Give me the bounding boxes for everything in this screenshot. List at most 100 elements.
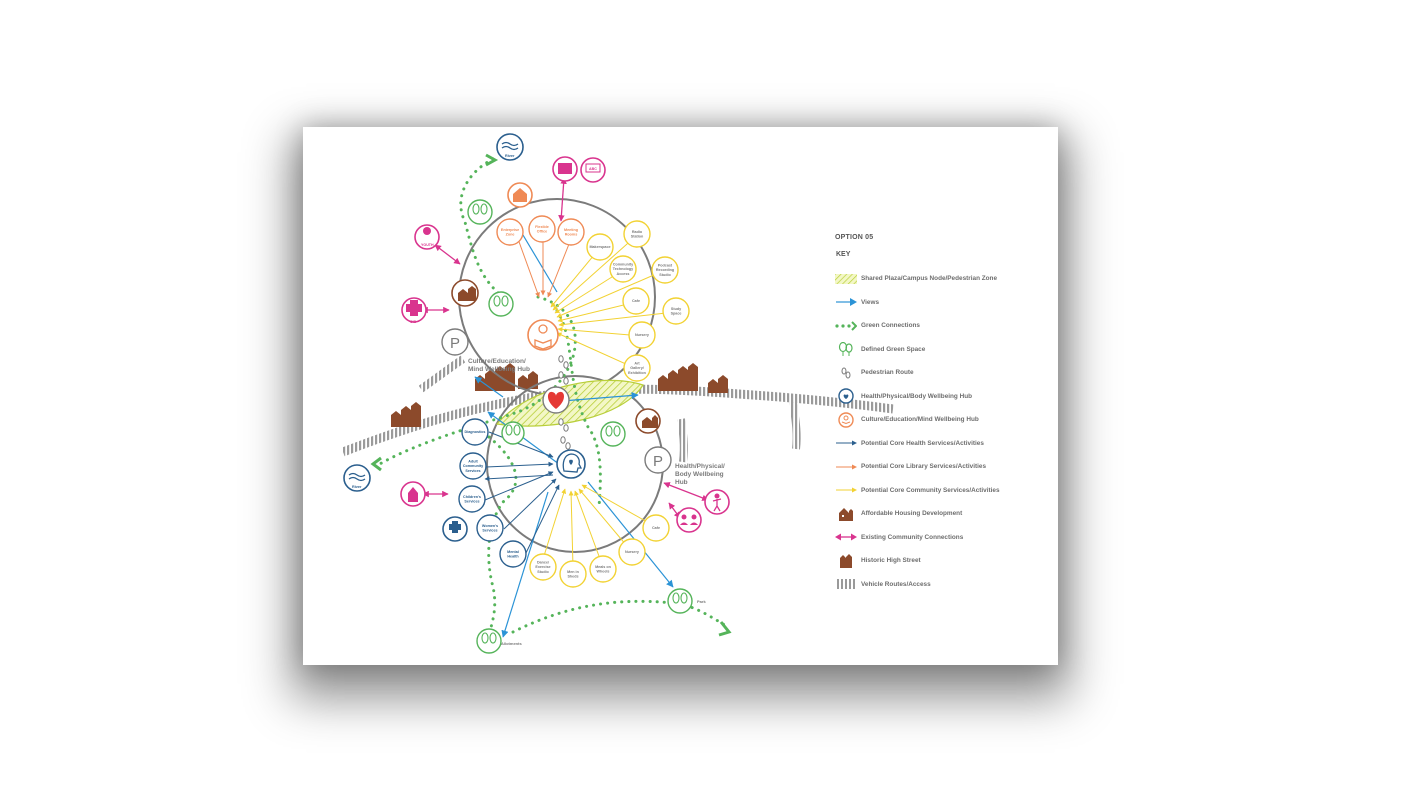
- community-building-icon: [552, 156, 578, 182]
- legend-label: Potential Core Community Services/Activi…: [861, 486, 1000, 494]
- culture-hub-label: Culture/Education/Mind Wellbeing Hub: [468, 358, 530, 373]
- church-icon: [400, 481, 426, 507]
- legend-item: Green Connections: [835, 314, 1055, 338]
- legend-label: Vehicle Routes/Access: [861, 580, 931, 588]
- legend-item: Potential Core Community Services/Activi…: [835, 479, 1055, 503]
- library-building-icon: [507, 182, 533, 208]
- hatched-plaza-icon: [835, 272, 857, 286]
- legend-item: Vehicle Routes/Access: [835, 573, 1055, 597]
- health-service-arrow-icon: [835, 436, 857, 450]
- green-chevron-top: [485, 153, 499, 167]
- legend-label: Existing Community Connections: [861, 533, 964, 541]
- service-node-label: Cafe: [632, 299, 640, 303]
- heart-node: [542, 386, 570, 414]
- legend-label: Health/Physical/Body Wellbeing Hub: [861, 392, 973, 400]
- cib-label: CIB: [410, 320, 417, 324]
- health-hub-icon: [556, 449, 586, 479]
- housing-icon: [835, 507, 857, 521]
- shared-plaza: [495, 379, 644, 427]
- service-node: Cafe: [622, 287, 650, 315]
- service-node: Diagnostics: [461, 418, 489, 446]
- legend-item: Potential Core Library Services/Activiti…: [835, 455, 1055, 479]
- green-chevron-left: [370, 456, 382, 472]
- culture-hub-icon: [527, 319, 559, 351]
- service-node: Cafe: [642, 514, 670, 542]
- service-node-label: Nursery: [625, 550, 640, 554]
- legend-label: Culture/Education/Mind Wellbeing Hub: [861, 416, 979, 424]
- legend-label: Affordable Housing Development: [861, 510, 963, 518]
- community-service-arrow-icon: [835, 483, 857, 497]
- parking-icon-culture: P: [441, 328, 469, 356]
- river-left-label: River: [352, 485, 362, 489]
- view-arrows: [474, 224, 674, 638]
- community-service-arrows-top: [550, 235, 676, 370]
- housing-icon-health: [635, 408, 661, 434]
- community-connection-arrows: [421, 177, 709, 519]
- vehicle-route-icon: [835, 577, 857, 591]
- youth-icon: [414, 224, 440, 250]
- legend-label: Pedestrian Route: [861, 369, 914, 377]
- legend-item: Views: [835, 291, 1055, 315]
- service-node-label: Nursery: [635, 333, 650, 337]
- key-title: KEY: [836, 251, 851, 258]
- legend-label: Historic High Street: [861, 557, 921, 565]
- legend-item: Existing Community Connections: [835, 526, 1055, 550]
- people-group-icon: [676, 507, 702, 533]
- legend-label: Views: [861, 298, 880, 306]
- health-service-arrows: [484, 431, 560, 556]
- housing-icon-culture: [451, 279, 479, 307]
- river-top-label: River: [505, 154, 515, 158]
- legend: OPTION 05 KEY Shared Plaza/Campus Node/P…: [835, 234, 1055, 596]
- views-arrow-icon: [835, 295, 857, 309]
- sport-icon: [704, 489, 730, 515]
- legend-label: Potential Core Health Services/Activitie…: [861, 439, 984, 447]
- community-service-arrows-bottom: [542, 484, 657, 568]
- park-label: Park: [697, 599, 706, 604]
- svg-text:P: P: [450, 335, 460, 352]
- diagram-sheet: Culture/Education/Mind Wellbeing Hub Hea…: [303, 127, 1058, 665]
- legend-label: Shared Plaza/Campus Node/Pedestrian Zone: [861, 275, 998, 283]
- green-connections-icon: [835, 319, 857, 333]
- abc-classroom-icon: [580, 157, 606, 183]
- health-library-icon: [442, 516, 468, 542]
- legend-item: Potential Core Health Services/Activitie…: [835, 432, 1055, 456]
- health-hub-icon: [835, 388, 857, 404]
- cib-icon: [401, 297, 427, 323]
- tree-icon: [835, 342, 857, 357]
- legend-list: Shared Plaza/Campus Node/Pedestrian Zone…: [835, 267, 1055, 596]
- service-node-label: Cafe: [652, 526, 660, 530]
- legend-item: Historic High Street: [835, 549, 1055, 573]
- library-service-arrows: [517, 237, 572, 298]
- youth-label: YOUTH: [421, 243, 434, 247]
- abc-label: ABC: [589, 167, 597, 171]
- culture-hub-icon: [835, 412, 857, 428]
- service-node: Nursery: [618, 538, 646, 566]
- svg-text:P: P: [653, 453, 663, 470]
- legend-label: Defined Green Space: [861, 345, 926, 353]
